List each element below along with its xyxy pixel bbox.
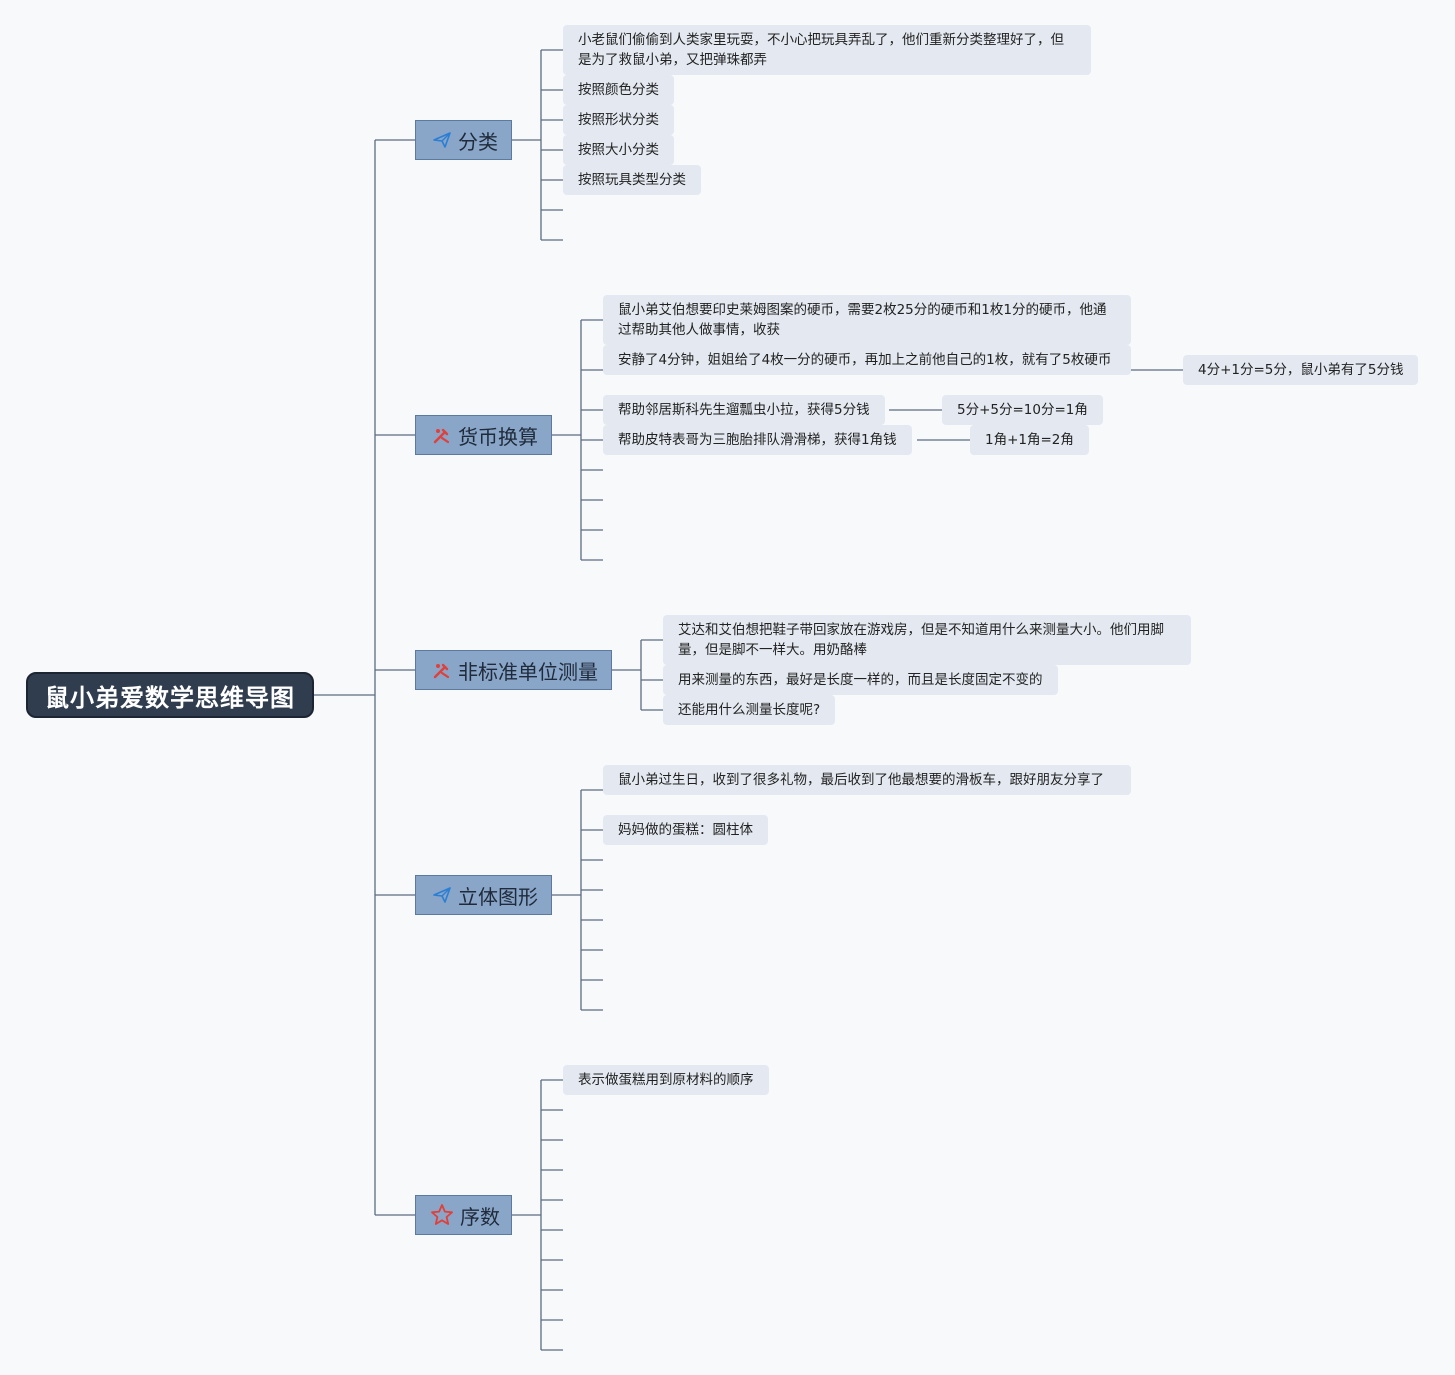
topic-coin-story[interactable]: 鼠小弟艾伯想要印史莱姆图案的硬币，需要2枚25分的硬币和1枚1分的硬币，他通过帮… bbox=[603, 295, 1131, 345]
branch-currency[interactable]: 货币换算 bbox=[415, 415, 552, 455]
topic-by-size[interactable]: 按照大小分类 bbox=[563, 135, 674, 165]
topic-cake-cylinder[interactable]: 妈妈做的蛋糕：圆柱体 bbox=[603, 815, 768, 845]
star-icon bbox=[431, 1204, 453, 1225]
topic-by-toy-type[interactable]: 按照玩具类型分类 bbox=[563, 165, 701, 195]
branch-label: 立体图形 bbox=[458, 884, 538, 909]
topic-by-shape[interactable]: 按照形状分类 bbox=[563, 105, 674, 135]
branch-label: 非标准单位测量 bbox=[458, 659, 598, 684]
branch-3d-shapes[interactable]: 立体图形 bbox=[415, 875, 552, 915]
topic-same-length[interactable]: 用来测量的东西，最好是长度一样的，而且是长度固定不变的 bbox=[663, 665, 1058, 695]
topic-by-color[interactable]: 按照颜色分类 bbox=[563, 75, 674, 105]
branch-label: 货币换算 bbox=[458, 424, 538, 449]
branch-nonstandard-measure[interactable]: 非标准单位测量 bbox=[415, 650, 612, 690]
paper-plane-icon bbox=[433, 132, 451, 148]
topic-result-5-cents[interactable]: 4分+1分=5分，鼠小弟有了5分钱 bbox=[1183, 355, 1419, 385]
topic-result-1-jiao[interactable]: 5分+5分=10分=1角 bbox=[942, 395, 1103, 425]
topic-result-2-jiao[interactable]: 1角+1角=2角 bbox=[970, 425, 1089, 455]
topic-slide-queue[interactable]: 帮助皮特表哥为三胞胎排队滑滑梯，获得1角钱 bbox=[603, 425, 912, 455]
tools-icon bbox=[433, 428, 450, 444]
tools-icon bbox=[433, 663, 450, 679]
topic-what-else[interactable]: 还能用什么测量长度呢? bbox=[663, 695, 836, 725]
branch-label: 分类 bbox=[458, 129, 498, 154]
branch-label: 序数 bbox=[460, 1204, 500, 1229]
branch-ordinal[interactable]: 序数 bbox=[415, 1195, 512, 1235]
topic-walk-ladybug[interactable]: 帮助邻居斯科先生遛瓢虫小拉，获得5分钱 bbox=[603, 395, 885, 425]
root-node[interactable]: 鼠小弟爱数学思维导图 bbox=[26, 672, 314, 718]
branch-classification[interactable]: 分类 bbox=[415, 120, 512, 160]
topic-story[interactable]: 小老鼠们偷偷到人类家里玩耍，不小心把玩具弄乱了，他们重新分类整理好了，但是为了救… bbox=[563, 25, 1091, 75]
topic-quiet-4-min[interactable]: 安静了4分钟，姐姐给了4枚一分的硬币，再加上之前他自己的1枚，就有了5枚硬币 bbox=[603, 345, 1131, 375]
topic-cake-order[interactable]: 表示做蛋糕用到原材料的顺序 bbox=[563, 1065, 769, 1095]
topic-shoes-story[interactable]: 艾达和艾伯想把鞋子带回家放在游戏房，但是不知道用什么来测量大小。他们用脚量，但是… bbox=[663, 615, 1191, 665]
paper-plane-icon bbox=[433, 887, 451, 903]
topic-birthday[interactable]: 鼠小弟过生日，收到了很多礼物，最后收到了他最想要的滑板车，跟好朋友分享了 bbox=[603, 765, 1131, 795]
